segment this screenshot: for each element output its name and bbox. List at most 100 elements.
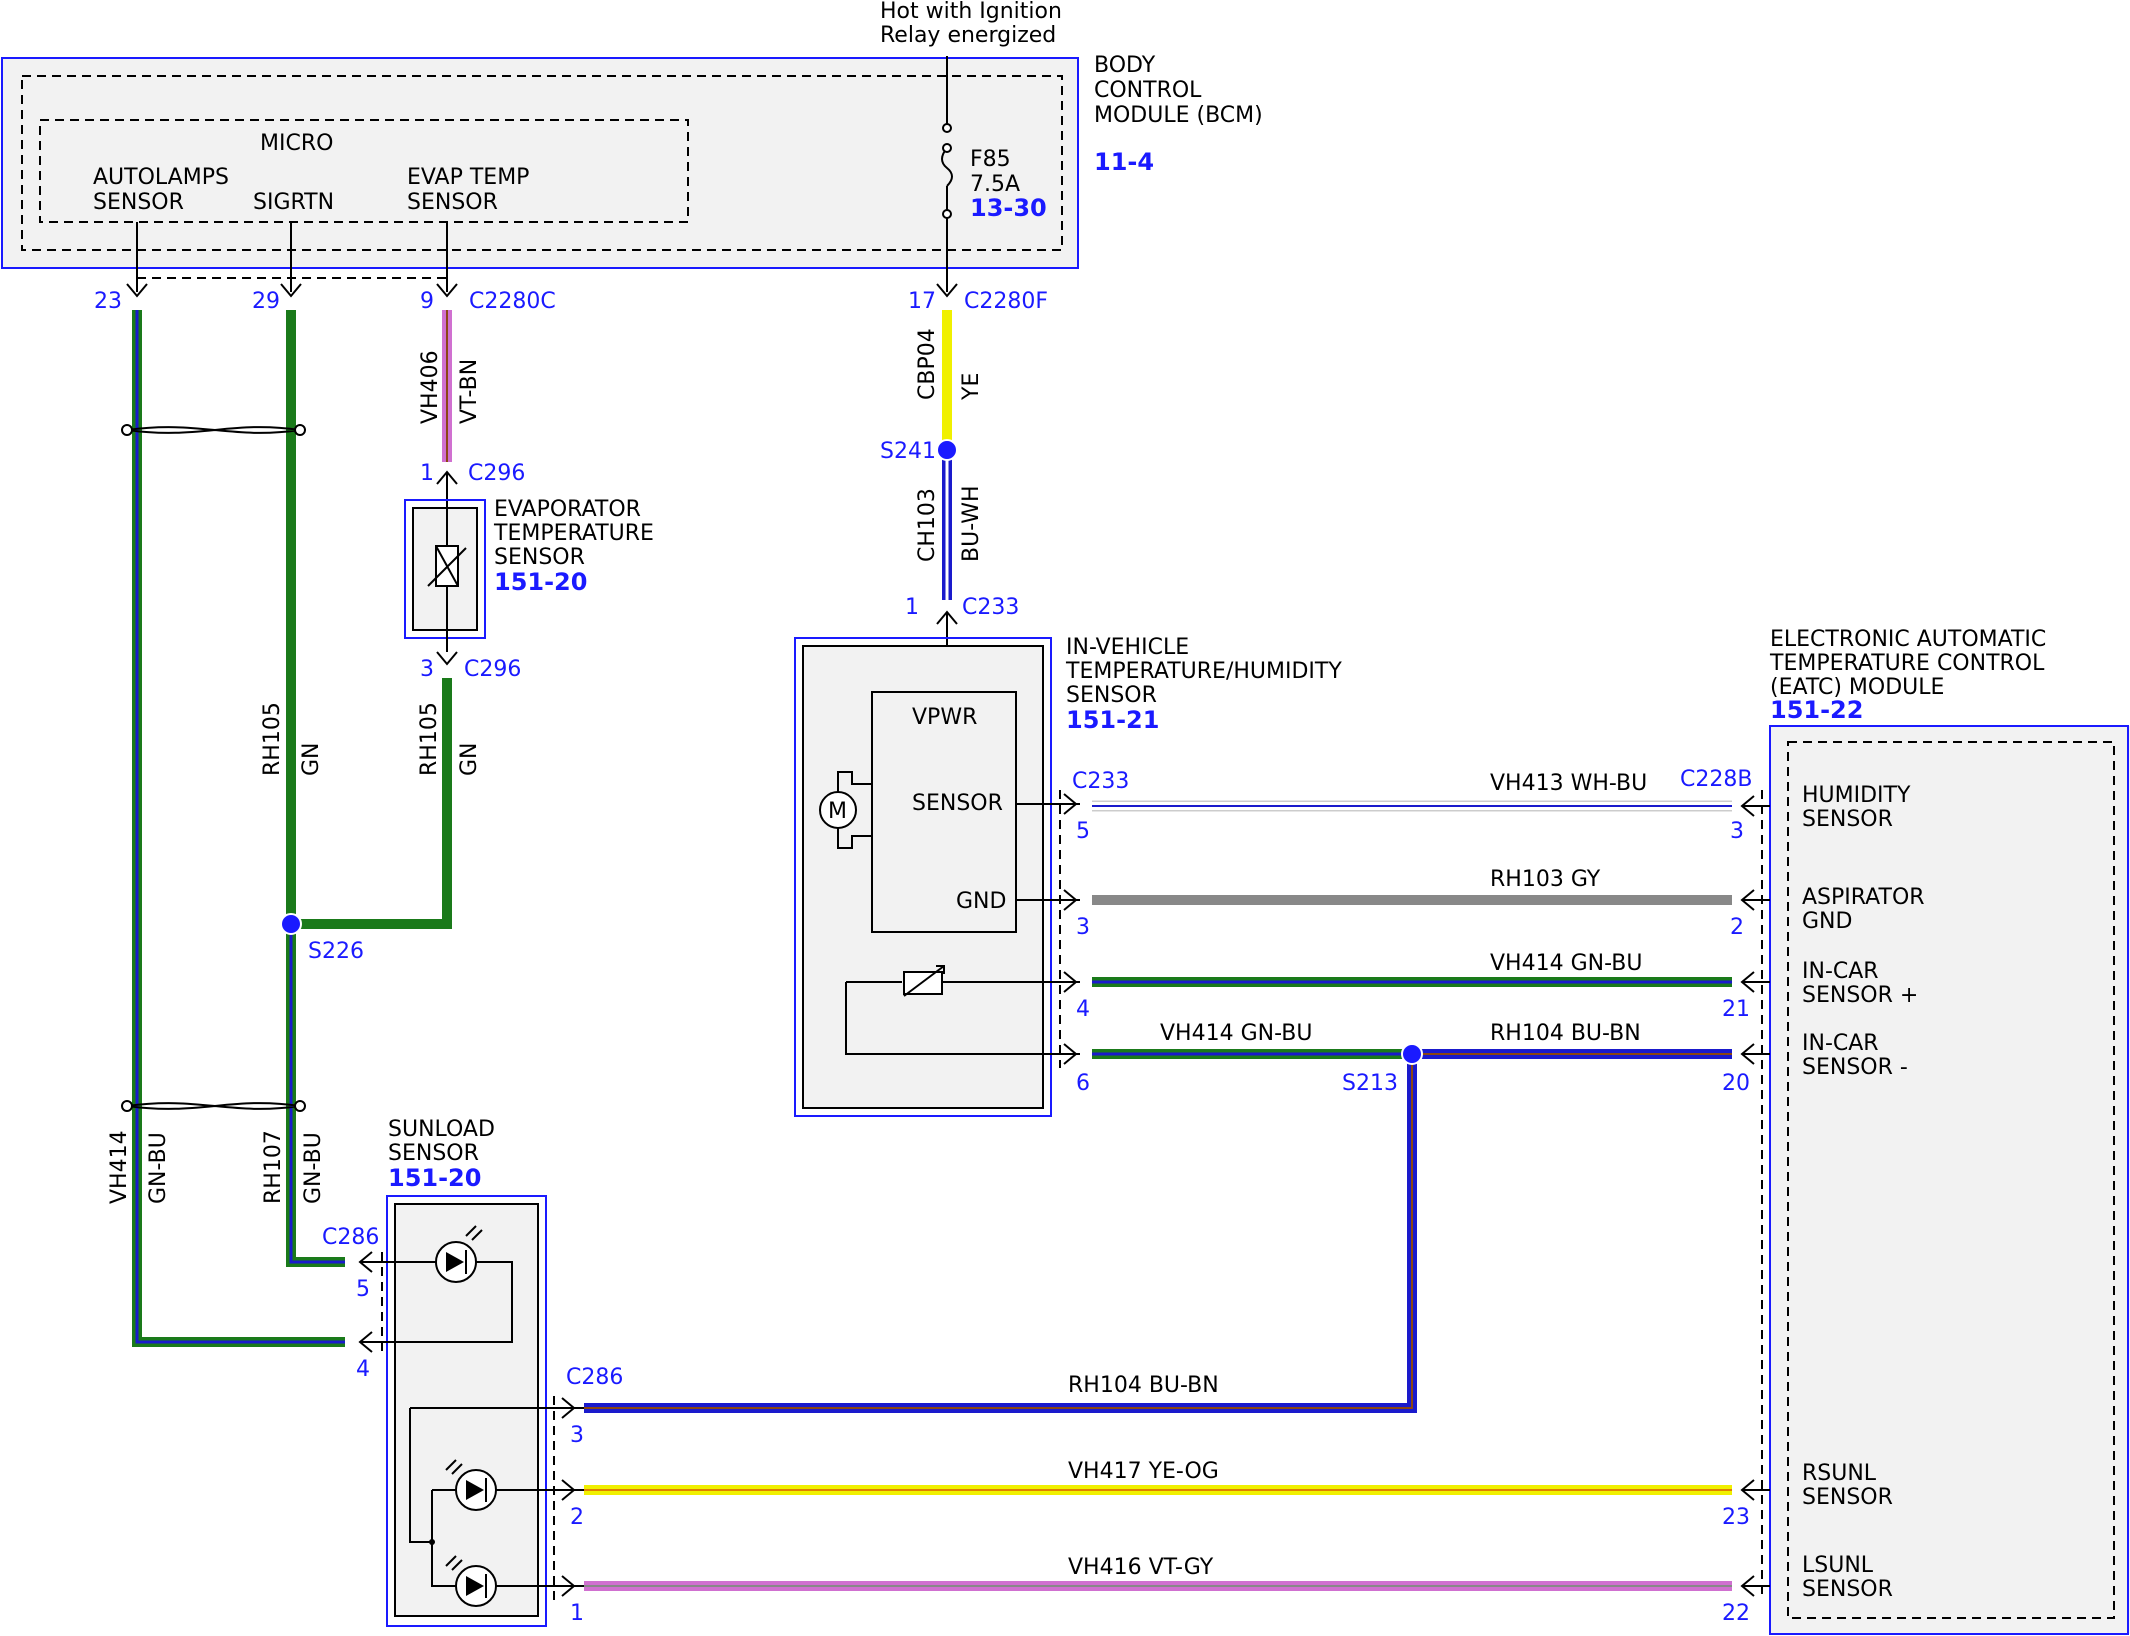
wire-rh107 xyxy=(286,924,345,1267)
wire-label-vh414-s213: VH414 GN-BU xyxy=(1160,1021,1312,1046)
bcm-title-2: CONTROL xyxy=(1094,78,1202,103)
eatc-border xyxy=(1769,725,2129,1635)
wire-label-rh105a: RH105 xyxy=(260,702,285,776)
motor-icon: M xyxy=(819,771,872,849)
eatc-title-3: (EATC) MODULE xyxy=(1770,675,1944,700)
photodiode-lsunl-icon xyxy=(445,1555,497,1607)
eatc-aspirator-1: ASPIRATOR xyxy=(1802,885,1925,910)
wire-label-gna: GN xyxy=(299,742,324,776)
twisted-pair-bottom xyxy=(121,1100,306,1112)
sunload-pin-1: 1 xyxy=(570,1601,584,1626)
wire-label-vtbn: VT-BN xyxy=(457,359,482,424)
hot-label-1: Hot with Ignition xyxy=(880,0,1062,24)
evap-pin-3: 3 xyxy=(420,657,434,682)
splice-s226: S226 xyxy=(280,913,364,964)
invehicle-pin-6: 6 xyxy=(1076,1071,1090,1096)
invehicle-ic-box xyxy=(871,691,1017,933)
wire-rh104 xyxy=(584,1049,1732,1413)
sunload-conn-b: C286 xyxy=(566,1365,623,1390)
evap-title-1: EVAPORATOR xyxy=(494,497,641,522)
invehicle-gnd: GND xyxy=(956,889,1006,914)
eatc-title-2: TEMPERATURE CONTROL xyxy=(1769,651,2045,676)
invehicle-inner-box xyxy=(802,645,1044,1109)
evap-outer-box xyxy=(404,499,486,639)
wire-label-vh406: VH406 xyxy=(418,350,443,424)
invehicle-sensor: SENSOR xyxy=(912,791,1003,816)
sunload-title-2: SENSOR xyxy=(388,1141,479,1166)
eatc-title-1: ELECTRONIC AUTOMATIC xyxy=(1770,627,2046,652)
wire-label-vh417: VH417 YE-OG xyxy=(1068,1459,1219,1484)
bcm-title-1: BODY xyxy=(1094,53,1156,78)
evap-pin-1: 1 xyxy=(420,461,434,486)
eatc-pin-21: 21 xyxy=(1722,997,1750,1022)
bcm-ref: 11-4 xyxy=(1094,148,1154,176)
sunload-pin-5: 5 xyxy=(356,1277,370,1302)
eatc-pin-2: 2 xyxy=(1730,915,1744,940)
evap-conn-3: C296 xyxy=(464,657,521,682)
fuse-name: F85 xyxy=(970,147,1011,172)
sunload-outer-box xyxy=(386,1195,547,1627)
wire-label-rh104-eatc: RH104 BU-BN xyxy=(1490,1021,1641,1046)
fuse-ref: 13-30 xyxy=(970,194,1047,222)
invehicle-title-1: IN-VEHICLE xyxy=(1066,635,1189,660)
splice-label-s226: S226 xyxy=(308,939,364,964)
wire-label-rh107: RH107 xyxy=(261,1130,286,1204)
invehicle-pin-5: 5 xyxy=(1076,819,1090,844)
bcm-inner-dashed xyxy=(21,75,1063,251)
sunload-conn-a: C286 xyxy=(322,1225,379,1250)
eatc-humidity-1: HUMIDITY xyxy=(1802,783,1911,808)
sunload-pin-4: 4 xyxy=(356,1357,370,1382)
invehicle-conn-1: C233 xyxy=(962,595,1019,620)
eatc-pin-23: 23 xyxy=(1722,1505,1750,1530)
bcm-outer-box xyxy=(2,58,1078,268)
eatc-pin-22: 22 xyxy=(1722,1601,1750,1626)
sunload-pin-3: 3 xyxy=(570,1423,584,1448)
invehicle-ref: 151-21 xyxy=(1066,706,1159,734)
eatc-rsunl-1: RSUNL xyxy=(1802,1461,1877,1486)
bcm-connector-pins: 23 29 9 C2280C 17 C2280F xyxy=(94,283,1048,314)
bcm-pin-17: 17 xyxy=(908,289,936,314)
bcm-title-3: MODULE (BCM) xyxy=(1094,103,1263,128)
invehicle-conn-side: C233 xyxy=(1072,769,1129,794)
bcm-module: MICRO AUTOLAMPS SENSOR SIGRTN EVAP TEMP … xyxy=(1,53,1263,269)
autolamps-label-1: AUTOLAMPS xyxy=(93,165,229,190)
invehicle-pin-3: 3 xyxy=(1076,915,1090,940)
eatc-incarm-1: IN-CAR xyxy=(1802,1031,1879,1056)
eatc-incarp-1: IN-CAR xyxy=(1802,959,1879,984)
invehicle-title-3: SENSOR xyxy=(1066,683,1157,708)
evap-temp-label-1: EVAP TEMP xyxy=(407,165,529,190)
twisted-pair-top xyxy=(121,424,306,436)
bcm-pin-29: 29 xyxy=(252,289,280,314)
invehicle-pin-1: 1 xyxy=(905,595,919,620)
wire-label-ye: YE xyxy=(959,373,984,401)
bcm-conn-c2280f: C2280F xyxy=(964,289,1048,314)
invehicle-sensor: 1 C233 VPWR SENSOR GND M C233 5 3 4 6 IN… xyxy=(794,595,1342,1117)
splice-s213: S213 xyxy=(1342,1043,1423,1096)
wire-label-rh104-sun: RH104 BU-BN xyxy=(1068,1373,1219,1398)
eatc-module: ELECTRONIC AUTOMATIC TEMPERATURE CONTROL… xyxy=(1680,627,2130,1635)
bcm-pin-23: 23 xyxy=(94,289,122,314)
wire-label-rh103: RH103 GY xyxy=(1490,867,1601,892)
invehicle-title-2: TEMPERATURE/HUMIDITY xyxy=(1065,659,1342,684)
bcm-conn-c2280c: C2280C xyxy=(469,289,556,314)
eatc-conn: C228B xyxy=(1680,767,1752,792)
eatc-rsunl-2: SENSOR xyxy=(1802,1485,1893,1510)
evap-conn-1: C296 xyxy=(468,461,525,486)
wire-label-cbp04: CBP04 xyxy=(915,328,940,400)
splice-label-s213: S213 xyxy=(1342,1071,1398,1096)
wire-label-gnb: GN xyxy=(457,742,482,776)
eatc-lsunl-2: SENSOR xyxy=(1802,1577,1893,1602)
bcm-outer-border xyxy=(1,57,1079,269)
evaporator-sensor: 1 C296 3 C296 EVAPORATOR TEMPERATURE SEN… xyxy=(404,461,654,682)
wire-label-vh414: VH414 xyxy=(107,1130,132,1204)
eatc-ref: 151-22 xyxy=(1770,696,1863,724)
eatc-pin-20: 20 xyxy=(1722,1071,1750,1096)
fuse-rating: 7.5A xyxy=(970,172,1020,197)
fuse-icon xyxy=(941,147,953,187)
wire-vh414-left xyxy=(132,310,345,1347)
evap-temp-label-2: SENSOR xyxy=(407,190,498,215)
eatc-inner-dashed xyxy=(1787,741,2115,1619)
sunload-pin-2: 2 xyxy=(570,1505,584,1530)
wire-label-gnbu2: GN-BU xyxy=(301,1132,326,1204)
sunload-title-1: SUNLOAD xyxy=(388,1117,495,1142)
